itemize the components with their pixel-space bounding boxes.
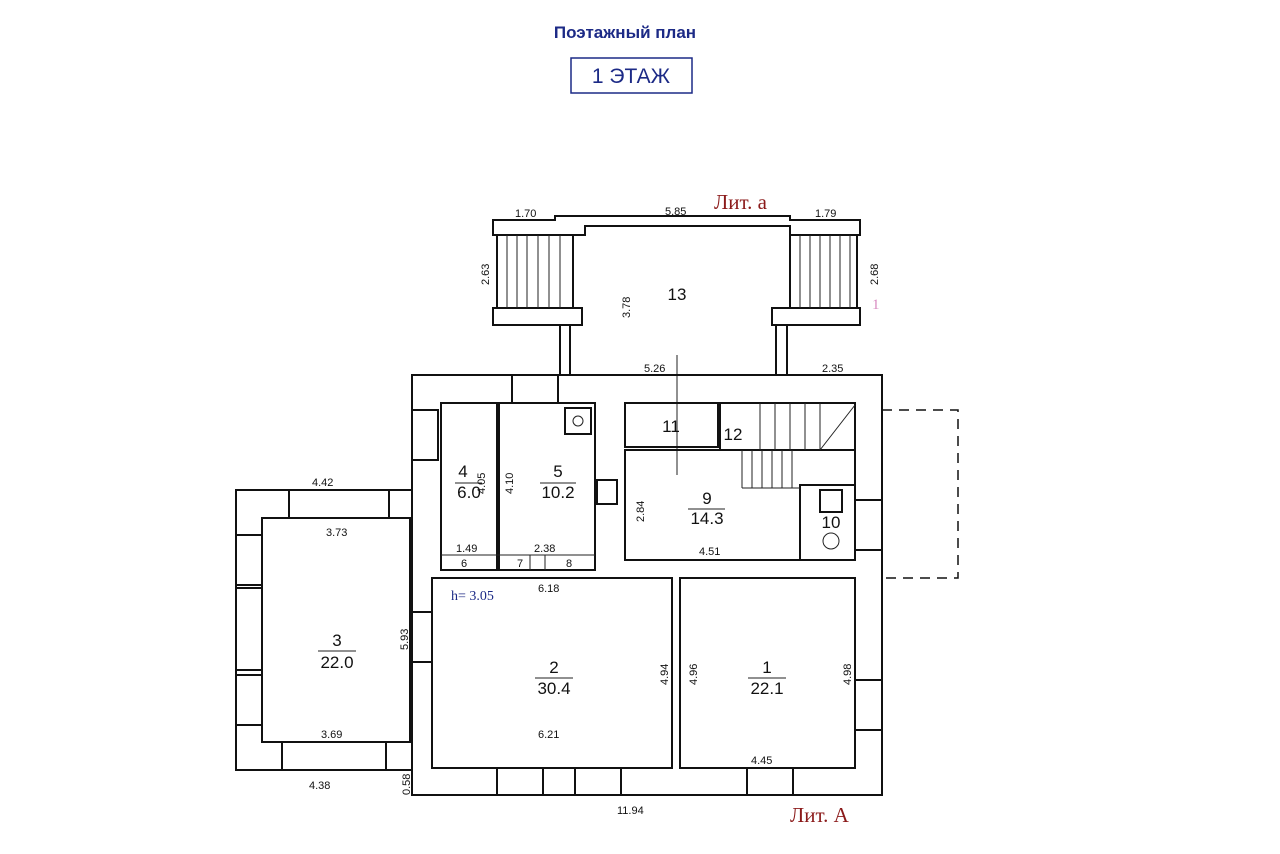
svg-text:3.78: 3.78 <box>621 297 633 318</box>
svg-text:22.0: 22.0 <box>320 653 353 672</box>
svg-text:11: 11 <box>662 417 680 436</box>
svg-text:2.84: 2.84 <box>635 501 647 522</box>
svg-text:2.68: 2.68 <box>869 264 881 285</box>
svg-text:7: 7 <box>517 558 523 570</box>
svg-text:4.51: 4.51 <box>699 546 720 558</box>
svg-text:6.21: 6.21 <box>538 729 559 741</box>
svg-text:4.96: 4.96 <box>688 664 700 685</box>
svg-text:2.63: 2.63 <box>480 264 492 285</box>
svg-text:3.69: 3.69 <box>321 729 342 741</box>
room-labels: 13 11 12 4 6.0 5 10.2 6 7 8 9 14.3 10 3 … <box>318 285 840 698</box>
svg-text:22.1: 22.1 <box>750 679 783 698</box>
svg-text:4.98: 4.98 <box>842 664 854 685</box>
dashed-extension <box>881 409 959 579</box>
plan-title: Поэтажный план <box>554 23 696 42</box>
svg-text:8: 8 <box>566 558 572 570</box>
svg-text:1.70: 1.70 <box>515 208 536 220</box>
svg-text:1: 1 <box>762 658 771 677</box>
svg-text:14.3: 14.3 <box>690 509 723 528</box>
ceiling-height: h= 3.05 <box>451 589 494 604</box>
svg-text:10: 10 <box>822 513 841 532</box>
svg-text:4.10: 4.10 <box>504 473 516 494</box>
svg-text:3: 3 <box>332 631 341 650</box>
svg-text:2: 2 <box>549 658 558 677</box>
svg-text:4: 4 <box>458 462 467 481</box>
svg-text:12: 12 <box>724 425 743 444</box>
floor-label-box <box>570 57 693 94</box>
svg-text:6.18: 6.18 <box>538 583 559 595</box>
room-2 <box>431 577 673 769</box>
room-4 <box>440 402 498 571</box>
pink-mark: 1 <box>872 297 880 313</box>
svg-text:1.49: 1.49 <box>456 543 477 555</box>
svg-text:4.05: 4.05 <box>476 473 488 494</box>
lit-A-label: Лит. А <box>790 803 850 827</box>
svg-text:13: 13 <box>668 285 687 304</box>
main-building-lit-A <box>235 374 883 796</box>
svg-text:4.45: 4.45 <box>751 755 772 767</box>
lit-a-label: Лит. а <box>714 190 768 214</box>
svg-text:5.93: 5.93 <box>399 629 411 650</box>
room-11 <box>624 402 719 448</box>
svg-text:5.26: 5.26 <box>644 363 665 375</box>
dimension-labels: 1.70 5.85 1.79 2.63 2.68 3.78 5.26 2.35 … <box>309 206 881 817</box>
svg-text:6.0: 6.0 <box>457 483 481 502</box>
svg-text:4.94: 4.94 <box>659 664 671 685</box>
svg-text:11.94: 11.94 <box>617 805 644 817</box>
svg-text:30.4: 30.4 <box>537 679 570 698</box>
svg-text:2.38: 2.38 <box>534 543 555 555</box>
svg-text:4.42: 4.42 <box>312 477 333 489</box>
svg-text:2.35: 2.35 <box>822 363 843 375</box>
svg-text:5.85: 5.85 <box>665 206 686 218</box>
svg-text:1.79: 1.79 <box>815 208 836 220</box>
svg-text:4.38: 4.38 <box>309 780 330 792</box>
svg-text:10.2: 10.2 <box>541 483 574 502</box>
floor-label: 1 ЭТАЖ <box>592 65 671 88</box>
svg-text:6: 6 <box>461 558 467 570</box>
svg-text:3.73: 3.73 <box>326 527 347 539</box>
svg-text:9: 9 <box>702 489 711 508</box>
svg-text:5: 5 <box>553 462 562 481</box>
svg-text:0.58: 0.58 <box>401 774 413 795</box>
